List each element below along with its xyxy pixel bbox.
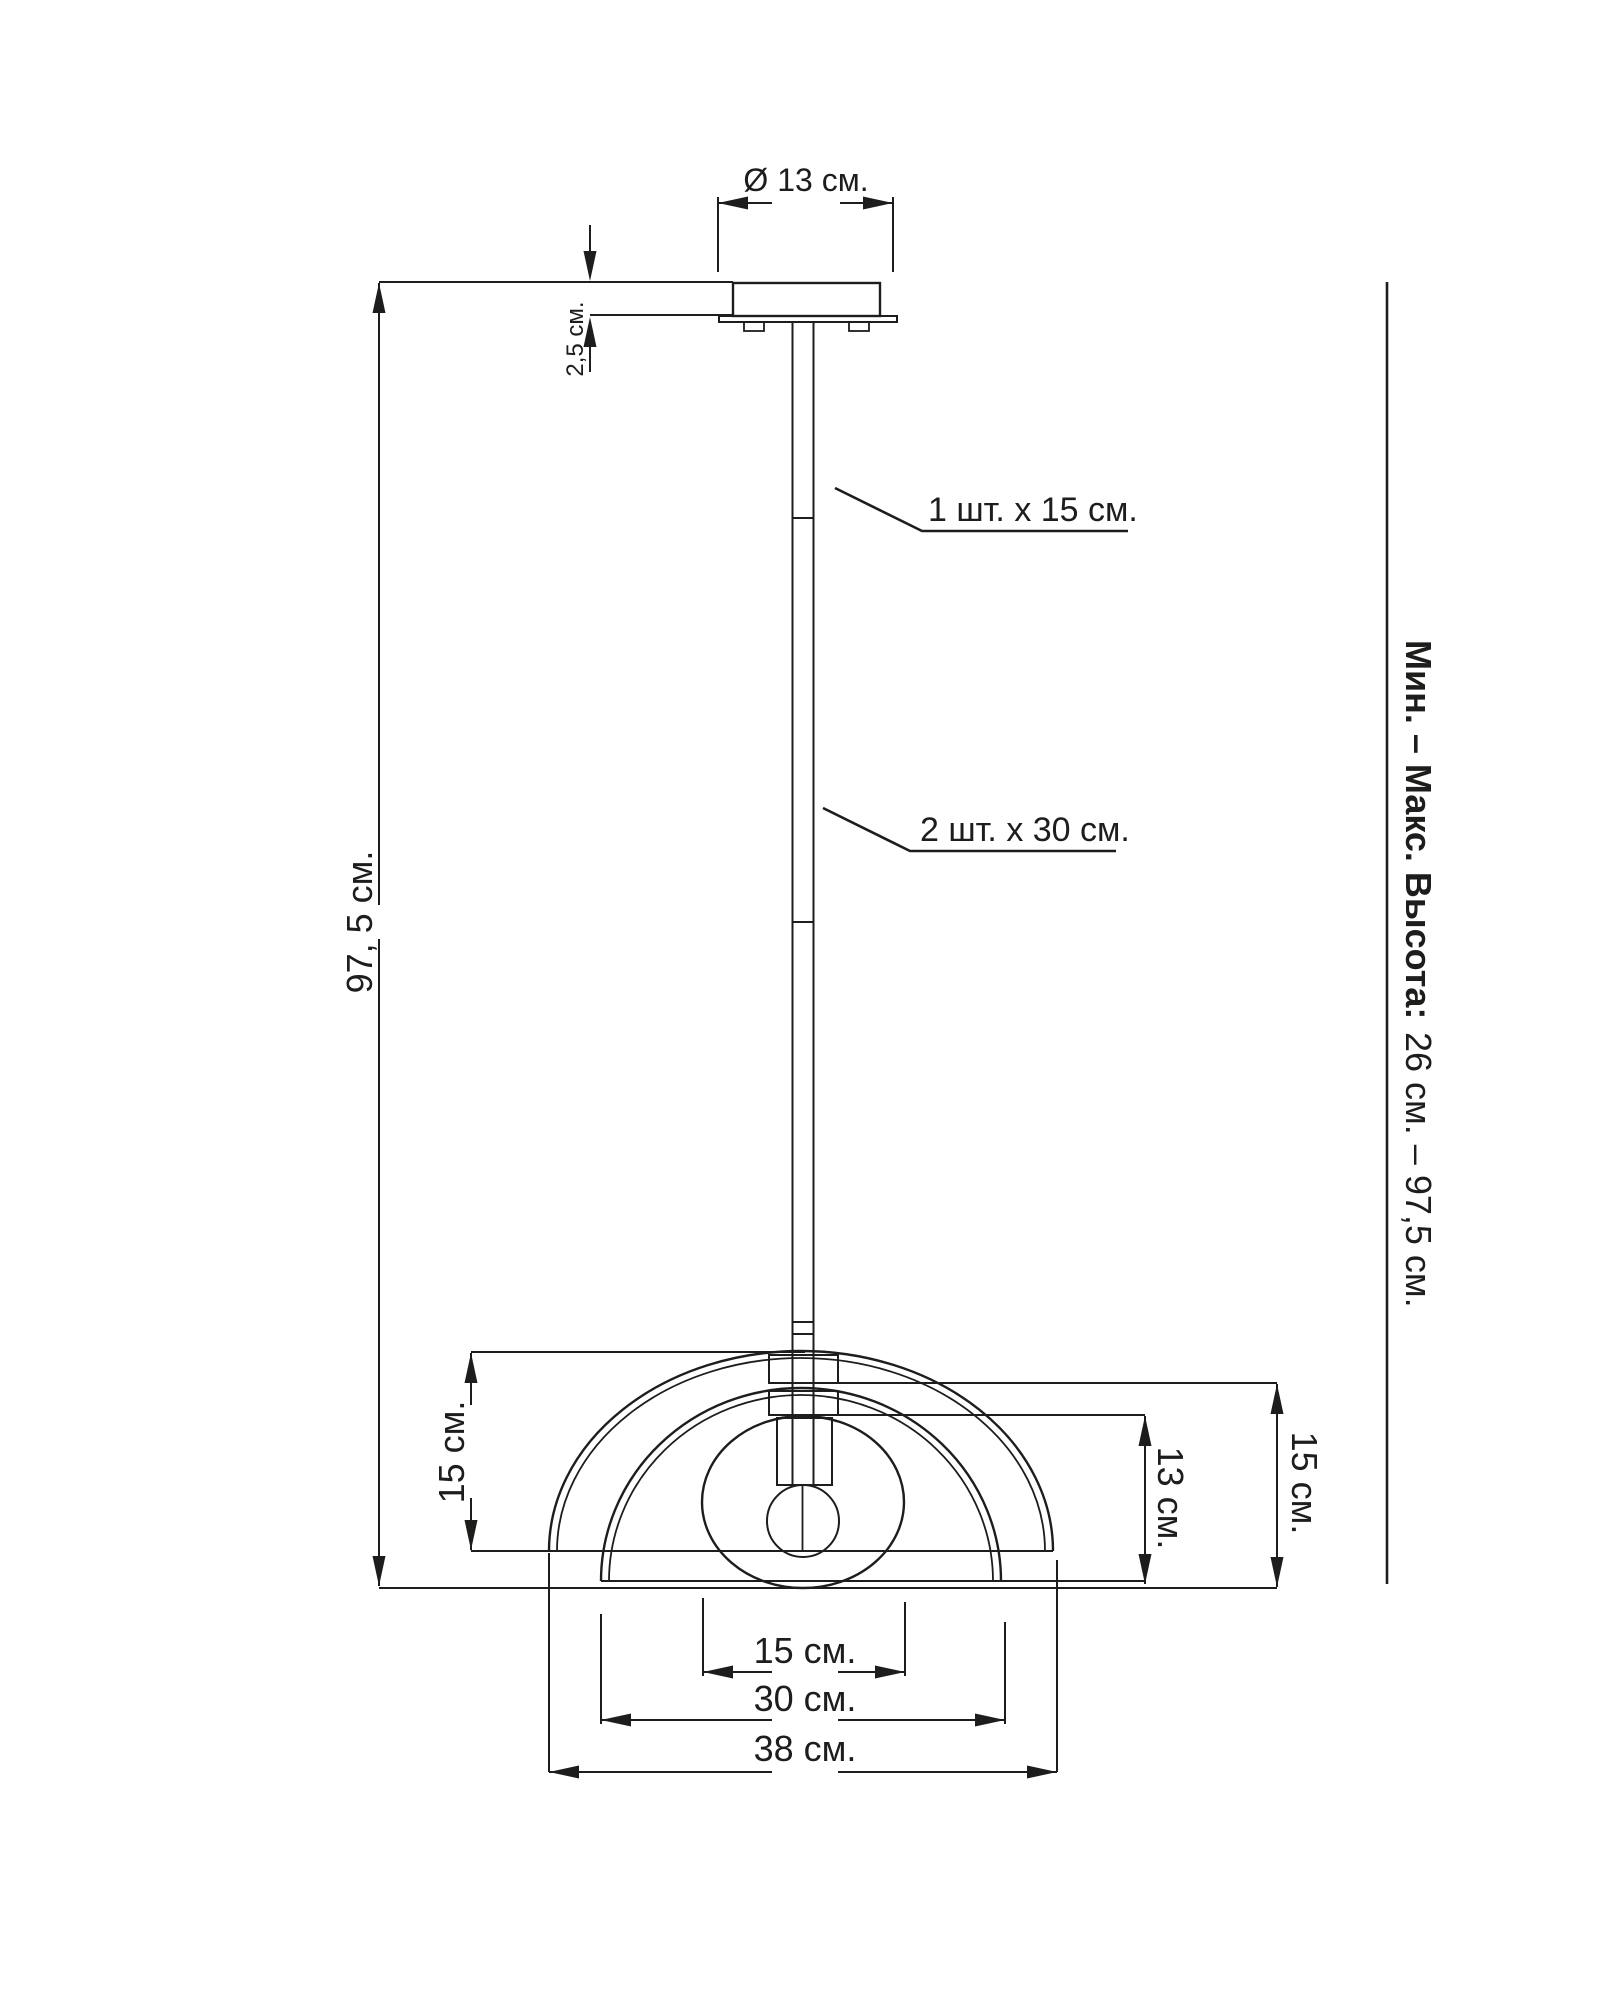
arrow-up-icon	[583, 317, 597, 347]
arrow-down-icon	[583, 251, 597, 281]
dimension-shade-height: 15 см.	[431, 1351, 805, 1550]
callout-rod-single-segment: 1 шт. x 15 см.	[834, 486, 1138, 533]
glass-height-label: 13 см.	[1150, 1447, 1191, 1550]
canopy-diameter-label: Ø 13 см.	[743, 162, 868, 198]
arrow-right-icon	[863, 196, 893, 210]
dimension-glass-width: 15 см.	[702, 1598, 906, 1679]
socket-cap-lower	[768, 1390, 839, 1416]
arrow-down-icon	[1270, 1557, 1284, 1587]
lamp-shade	[379, 1349, 1277, 1590]
canopy-height-label: 2,5 см.	[562, 301, 589, 376]
arrow-left-icon	[601, 1713, 631, 1727]
dimension-glass-height: 13 см.	[838, 1414, 1191, 1584]
arrow-up-icon	[1138, 1416, 1152, 1446]
inner-dome-arc	[599, 1386, 1003, 1582]
dimension-canopy-height: 2,5 см.	[379, 225, 733, 377]
dimension-inner-shade-height: 15 см.	[838, 1382, 1325, 1587]
arrow-down-icon	[372, 1556, 386, 1586]
inner-shade-height-label: 15 см.	[1284, 1432, 1325, 1535]
socket-tube	[776, 1417, 833, 1486]
shade-height-label: 15 см.	[431, 1401, 472, 1504]
canopy-screw-left	[743, 321, 765, 332]
arrow-up-icon	[372, 283, 386, 313]
dimension-outer-diameter: 38 см.	[548, 1553, 1058, 1779]
height-range-title: Мин. – Макс. Высота:	[1398, 640, 1439, 1019]
arrow-right-icon	[875, 1665, 905, 1679]
leader-line	[834, 486, 1128, 533]
arrow-down-icon	[464, 1520, 478, 1550]
arrow-right-icon	[975, 1713, 1005, 1727]
inner-diameter-label: 30 см.	[754, 1678, 857, 1719]
leader-line	[822, 806, 1116, 853]
arrow-left-icon	[703, 1665, 733, 1679]
arrow-left-icon	[549, 1765, 579, 1779]
dimension-inner-diameter: 30 см.	[600, 1614, 1006, 1727]
outer-dome-arc-inner-line	[556, 1357, 1046, 1552]
canopy-body	[731, 281, 882, 318]
outer-dome-arc	[547, 1349, 1055, 1552]
overall-height-label: 97, 5 см.	[339, 851, 380, 994]
socket-cap-upper	[768, 1354, 839, 1384]
callout-rod-double-segment: 2 шт. x 30 см.	[822, 806, 1130, 853]
glass-width-label: 15 см.	[754, 1630, 857, 1671]
arrow-right-icon	[1027, 1765, 1057, 1779]
arrow-left-icon	[718, 196, 748, 210]
inner-dome-arc-inner-line	[608, 1394, 994, 1582]
rod-single-label: 1 шт. x 15 см.	[928, 491, 1138, 529]
dimension-overall-height: 97, 5 см.	[339, 283, 386, 1586]
canopy-screw-right	[848, 321, 870, 332]
suspension-rod	[791, 322, 815, 1485]
canopy-plate	[718, 315, 898, 323]
rod-double-label: 2 шт. x 30 см.	[920, 811, 1130, 849]
height-range-note: Мин. – Макс. Высота: 26 см. – 97,5 см.	[1385, 282, 1439, 1584]
arrow-down-icon	[1138, 1554, 1152, 1584]
arrow-up-icon	[464, 1353, 478, 1383]
dimension-canopy-diameter: Ø 13 см.	[717, 162, 894, 272]
ceiling-canopy	[718, 281, 898, 332]
arrow-up-icon	[1270, 1384, 1284, 1414]
outer-diameter-label: 38 см.	[754, 1728, 857, 1769]
height-range-value: 26 см. – 97,5 см.	[1398, 1032, 1439, 1308]
